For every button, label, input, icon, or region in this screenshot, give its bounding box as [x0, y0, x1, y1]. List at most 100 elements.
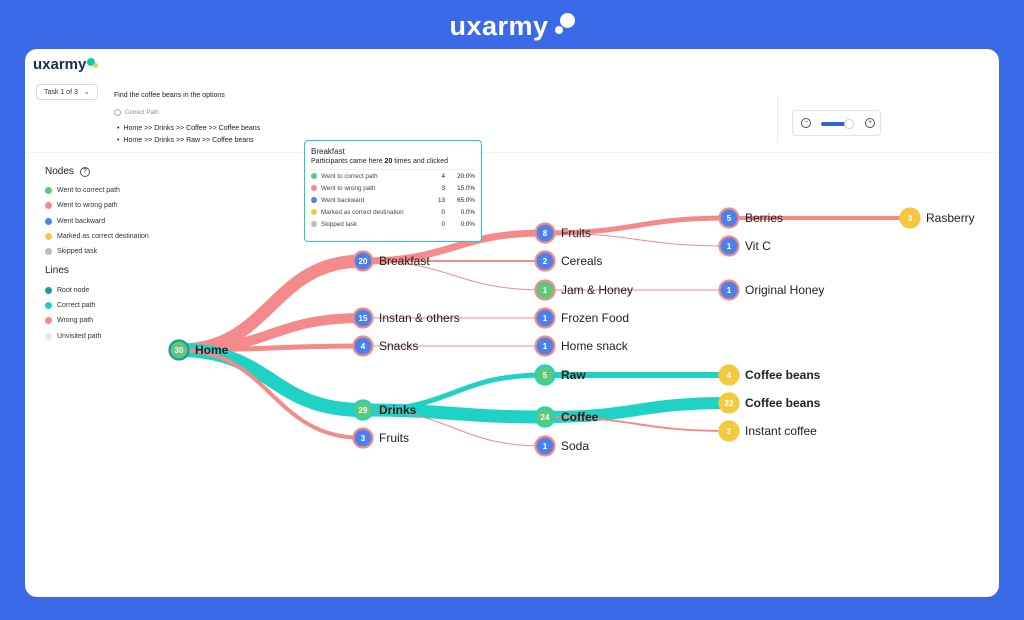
- node-count: 3: [908, 214, 913, 223]
- tooltip-swatch: [311, 220, 317, 227]
- edge-fruits-berries: [542, 215, 732, 236]
- node-label: Soda: [561, 439, 589, 453]
- tree-node-cbeans1[interactable]: 4 Coffee beans: [718, 364, 821, 386]
- tooltip-swatch: [311, 196, 317, 203]
- tree-node-breakfast[interactable]: 20 Breakfast: [352, 250, 431, 272]
- node-circle[interactable]: [534, 279, 556, 301]
- node-circle[interactable]: [534, 435, 556, 457]
- node-label: Coffee: [561, 410, 599, 424]
- node-label: Coffee beans: [745, 368, 821, 382]
- legend-swatch: [45, 187, 52, 195]
- check-circle-icon: [114, 109, 121, 116]
- legend-item-line: Root node: [45, 282, 149, 297]
- legend-swatch: [45, 332, 52, 340]
- legend-swatch: [45, 286, 52, 294]
- node-circle[interactable]: [534, 335, 556, 357]
- legend-item-label: Marked as correct destination: [57, 233, 149, 241]
- brand-name: uxarmy: [449, 10, 549, 41]
- zoom-slider-handle[interactable]: [844, 119, 854, 129]
- node-count: 5: [543, 371, 548, 380]
- task-selector[interactable]: Task 1 of 3 ⌄: [36, 84, 98, 100]
- zoom-in-icon[interactable]: +: [865, 118, 875, 128]
- tooltip-swatch: [311, 184, 317, 191]
- help-icon[interactable]: ?: [79, 166, 90, 177]
- app-logo[interactable]: uxarmy: [33, 56, 99, 73]
- node-circle[interactable]: [718, 235, 740, 257]
- node-label: Fruits: [561, 226, 591, 240]
- tooltip-row-label: Went to wrong path: [321, 184, 376, 192]
- tooltip-row-pct: 65.0%: [457, 196, 475, 204]
- node-label: Drinks: [379, 403, 417, 417]
- node-count: 20: [359, 257, 368, 266]
- node-circle[interactable]: [352, 427, 374, 449]
- task-title: Find the coffee beans in the options: [114, 92, 225, 99]
- node-circle[interactable]: [534, 307, 556, 329]
- node-count: 1: [727, 242, 732, 251]
- legend-item-node: Went backward: [45, 214, 149, 229]
- node-count: 1: [727, 286, 732, 295]
- tooltip-swatch: [311, 172, 317, 179]
- node-circle[interactable]: [352, 307, 374, 329]
- node-label: Coffee beans: [745, 396, 821, 410]
- correct-path-list: Home >> Drinks >> Coffee >> Coffee beans…: [117, 123, 260, 147]
- node-circle[interactable]: [718, 207, 740, 229]
- node-circle[interactable]: [352, 335, 374, 357]
- zoom-slider[interactable]: [821, 122, 851, 126]
- node-label: Breakfast: [379, 254, 430, 268]
- tooltip-row-pct: 0.0%: [460, 220, 475, 228]
- node-count: 4: [727, 371, 732, 380]
- node-circle[interactable]: [534, 406, 556, 428]
- node-label: Home: [195, 343, 229, 357]
- node-circle[interactable]: [534, 250, 556, 272]
- legend-item-label: Went to wrong path: [57, 202, 118, 210]
- node-circle[interactable]: [352, 250, 374, 272]
- node-label: Original Honey: [745, 283, 824, 297]
- node-circle[interactable]: [718, 420, 740, 442]
- node-label: Home snack: [561, 339, 629, 353]
- zoom-control: − +: [792, 110, 881, 136]
- node-circle[interactable]: [718, 392, 740, 414]
- node-circle[interactable]: [352, 399, 374, 421]
- node-label: Berries: [745, 211, 783, 225]
- tooltip-subtitle-pre: Participants came here: [311, 158, 385, 165]
- nodes-legend-title-text: Nodes: [45, 166, 74, 177]
- edge-drinks-soda: [362, 409, 546, 447]
- tooltip-row-pct: 0.0%: [460, 208, 475, 216]
- legend-item-label: Correct path: [57, 301, 96, 309]
- node-circle[interactable]: [534, 222, 556, 244]
- edge-breakfast-fruits: [359, 229, 549, 265]
- node-circle[interactable]: [534, 364, 556, 386]
- node-circle[interactable]: [718, 279, 740, 301]
- tooltip-row-label: Skipped task: [321, 220, 358, 228]
- tooltip-row-count: 4: [441, 172, 445, 180]
- tooltip-title: Breakfast: [311, 147, 345, 156]
- node-circle[interactable]: [718, 364, 740, 386]
- edge-coffee-cbeans2: [539, 397, 735, 423]
- node-circle[interactable]: [168, 339, 190, 361]
- tree-node-orighoney[interactable]: 1 Original Honey: [718, 279, 825, 301]
- node-circle[interactable]: [899, 207, 921, 229]
- correct-path-label: Correct Path: [114, 109, 159, 116]
- zoom-out-icon[interactable]: −: [801, 118, 811, 128]
- results-card: uxarmy Task 1 of 3 ⌄ Find the coffee bea…: [25, 49, 999, 597]
